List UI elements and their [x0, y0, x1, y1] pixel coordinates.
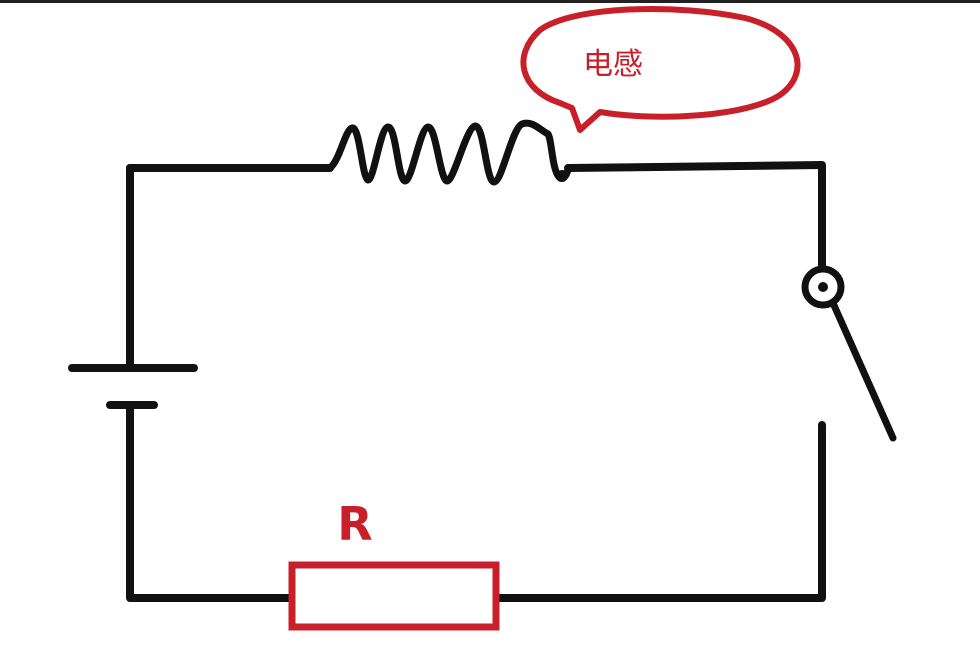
wire-bottom-right: [494, 421, 826, 602]
switch-symbol: [801, 265, 897, 442]
inductor-end-dot: [556, 170, 568, 182]
top-border: [0, 0, 980, 3]
resistor-label: R: [337, 497, 372, 551]
wire-top-right: [564, 161, 826, 274]
resistor-box: [288, 561, 500, 631]
switch-lever: [829, 299, 897, 442]
battery-symbol: [68, 364, 198, 409]
switch-pivot-center: [818, 282, 828, 292]
callout-label: 电感: [583, 47, 643, 82]
inductor-coil: [326, 119, 572, 186]
wire-left-lower: [126, 401, 294, 602]
inductor-callout: 电感: [520, 5, 801, 133]
callout-bubble: [520, 5, 801, 133]
